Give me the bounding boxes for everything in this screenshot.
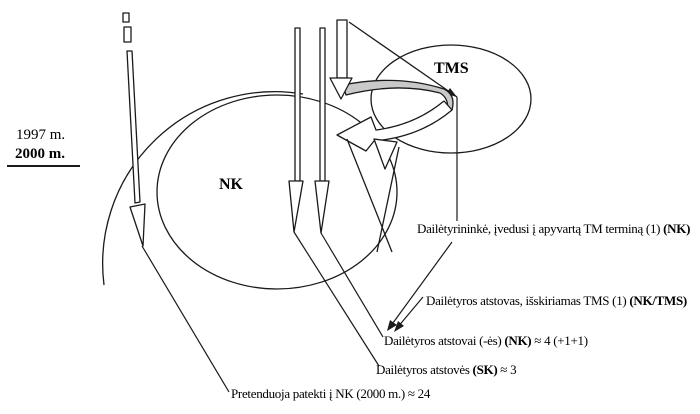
candidates-label-text: Pretenduoja patekti į NK (2000 m.) ≈ 24 bbox=[231, 386, 431, 401]
nk-members-label-bold: (NK) bbox=[504, 333, 532, 348]
swirl-pennant bbox=[373, 138, 398, 170]
member-arrow-1-shaft bbox=[294, 27, 301, 182]
tms-member-label-text: Dailėtyros atstovas, išskiriamas TMS (1) bbox=[426, 293, 630, 308]
sk-members-label-post: ≈ 3 bbox=[497, 362, 517, 377]
tms-pointer-line bbox=[348, 21, 458, 98]
sk-members-label-bold: (SK) bbox=[472, 362, 498, 377]
researcher-label: Dailėtyrininkė, įvedusi į apyvartą TM te… bbox=[417, 221, 690, 237]
dashed-arrow-dash-1 bbox=[122, 12, 130, 23]
dashed-arrow-dash-2 bbox=[123, 26, 132, 43]
member-arrow-2-shaft bbox=[319, 27, 326, 182]
sk-members-label: Dailėtyros atstovės (SK) ≈ 3 bbox=[376, 362, 517, 378]
nk-members-label-post: ≈ 4 (+1+1) bbox=[531, 333, 588, 348]
candidates-label: Pretenduoja patekti į NK (2000 m.) ≈ 24 bbox=[231, 386, 430, 402]
researcher-to-members-arrow bbox=[389, 241, 453, 328]
tmsmember-to-members-arrowhead bbox=[394, 321, 404, 332]
tms-member-label-bold: (NK/TMS) bbox=[629, 293, 687, 308]
tms-set-label: TMS bbox=[434, 60, 469, 77]
tmsmember-to-members-arrow bbox=[396, 296, 424, 329]
nk-members-callout-line bbox=[320, 232, 384, 338]
inflow-arrow-head bbox=[329, 77, 353, 100]
swirl-tail-line-1 bbox=[346, 138, 393, 253]
tms-member-label: Dailėtyros atstovas, išskiriamas TMS (1)… bbox=[426, 293, 687, 309]
nk-members-label: Dailėtyros atstovai (-ės) (NK) ≈ 4 (+1+1… bbox=[384, 333, 588, 349]
researcher-label-text: Dailėtyrininkė, įvedusi į apyvartą TM te… bbox=[417, 221, 664, 236]
dashed-arrow-head bbox=[129, 203, 146, 247]
year-1997-label: 1997 m. bbox=[16, 127, 66, 143]
nk-2000-boundary-arc bbox=[102, 91, 304, 286]
member-arrow-1-head bbox=[288, 180, 304, 233]
tms-ellipse bbox=[370, 44, 532, 154]
swirl-arrow-head bbox=[336, 100, 453, 152]
nk-members-label-text: Dailėtyros atstovai (-ės) bbox=[384, 333, 505, 348]
candidates-callout-line bbox=[141, 245, 230, 393]
nk-set-label: NK bbox=[219, 176, 243, 193]
sk-members-label-text: Dailėtyros atstovės bbox=[376, 362, 473, 377]
researcher-label-bold: (NK) bbox=[663, 221, 691, 236]
sk-callout-line bbox=[293, 231, 380, 367]
inflow-arrow-shaft bbox=[336, 19, 348, 79]
swirl-tail-line-2 bbox=[376, 146, 400, 253]
dashed-arrow-shaft bbox=[126, 50, 141, 204]
member-arrow-2-head bbox=[314, 180, 330, 234]
researcher-to-members-arrowhead bbox=[387, 320, 397, 331]
year-2000-label: 2000 m. bbox=[15, 146, 65, 162]
nk-1997-ellipse bbox=[156, 94, 398, 290]
